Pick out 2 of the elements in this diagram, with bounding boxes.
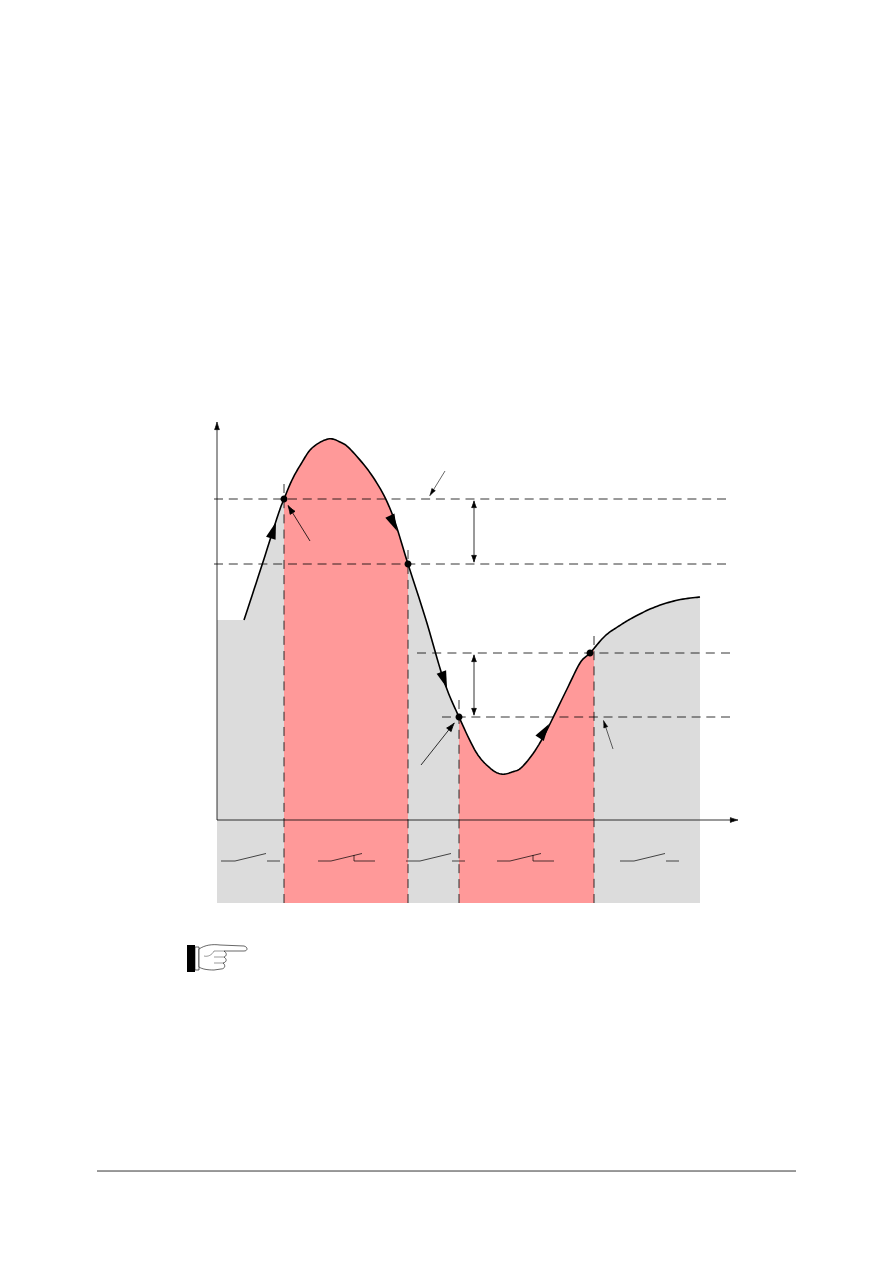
leader-line — [287, 505, 311, 542]
leader-line — [420, 722, 455, 766]
